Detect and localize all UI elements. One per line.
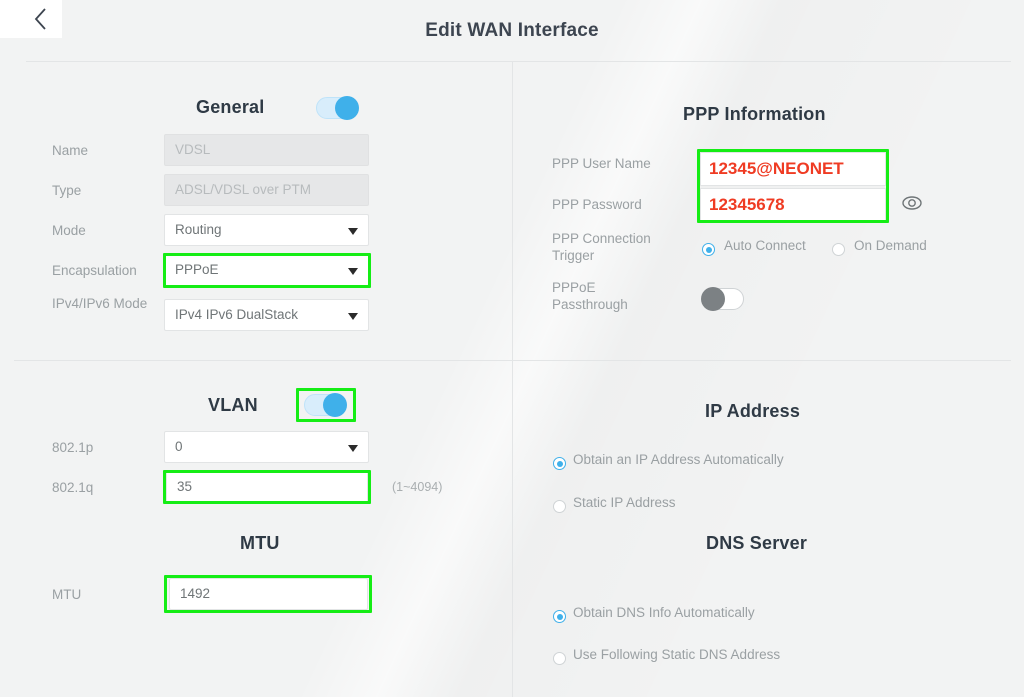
radio-static-ip-address-label: Static IP Address (573, 495, 676, 510)
dot1p-label: 802.1p (52, 440, 94, 455)
chevron-down-icon (348, 445, 358, 452)
ipv4-ipv6-mode-select[interactable]: IPv4 IPv6 DualStack (164, 299, 369, 331)
type-field: ADSL/VDSL over PTM (164, 174, 369, 206)
chevron-down-icon (348, 268, 358, 275)
vlan-section-title: VLAN (208, 395, 258, 415)
ppp-password-label: PPP Password (552, 197, 642, 212)
chevron-down-icon (348, 313, 358, 320)
toggle-knob (701, 287, 725, 311)
ppp-password-input[interactable]: 12345678 (700, 188, 886, 222)
radio-obtain-dns-automatically[interactable] (553, 610, 566, 623)
radio-on-demand-label: On Demand (854, 238, 927, 253)
radio-static-dns-address[interactable] (553, 652, 566, 665)
ppp-user-name-input[interactable]: 12345@NEONET (700, 152, 886, 186)
ipv4-ipv6-mode-label: IPv4/IPv6 Mode (52, 296, 148, 311)
dot1p-select-value: 0 (175, 439, 183, 454)
eye-icon[interactable] (902, 196, 922, 210)
mode-select-value: Routing (175, 222, 222, 237)
toggle-knob (323, 393, 347, 417)
back-button[interactable] (0, 0, 62, 38)
radio-auto-connect[interactable] (702, 243, 715, 256)
page-title: Edit WAN Interface (425, 20, 599, 41)
type-label: Type (52, 183, 82, 198)
pppoe-passthrough-label: PPPoE Passthrough (552, 280, 628, 312)
name-label: Name (52, 143, 89, 158)
mtu-label: MTU (52, 587, 82, 602)
mtu-section-title: MTU (240, 533, 280, 553)
radio-on-demand[interactable] (832, 243, 845, 256)
ppp-connection-trigger-label: PPP Connection Trigger (552, 231, 651, 263)
dot1q-label: 802.1q (52, 480, 94, 495)
pppoe-passthrough-toggle[interactable] (701, 287, 744, 311)
ppp-section-title: PPP Information (683, 104, 826, 124)
encapsulation-label: Encapsulation (52, 263, 137, 278)
ip-address-section-title: IP Address (705, 401, 801, 421)
radio-auto-connect-label: Auto Connect (724, 238, 806, 253)
radio-static-dns-address-label: Use Following Static DNS Address (573, 647, 781, 662)
radio-static-ip-address[interactable] (553, 500, 566, 513)
toggle-knob (335, 96, 359, 120)
radio-obtain-ip-automatically[interactable] (553, 457, 566, 470)
general-toggle[interactable] (316, 96, 359, 120)
chevron-left-icon (34, 8, 46, 30)
encapsulation-select-value: PPPoE (175, 262, 219, 277)
header-divider (26, 61, 1011, 62)
mode-select[interactable]: Routing (164, 214, 369, 246)
radio-obtain-dns-automatically-label: Obtain DNS Info Automatically (573, 605, 755, 620)
name-field: VDSL (164, 134, 369, 166)
chevron-down-icon (348, 228, 358, 235)
dns-server-section-title: DNS Server (706, 533, 808, 553)
mtu-input[interactable]: 1492 (169, 578, 368, 610)
ppp-user-name-label: PPP User Name (552, 156, 651, 171)
dot1p-select[interactable]: 0 (164, 431, 369, 463)
dot1q-range-hint: (1~4094) (392, 480, 443, 494)
encapsulation-select[interactable]: PPPoE (164, 254, 369, 286)
vlan-toggle[interactable] (304, 393, 347, 417)
section-divider-vertical (512, 62, 513, 697)
general-section-title: General (196, 97, 265, 117)
mode-label: Mode (52, 223, 86, 238)
radio-obtain-ip-automatically-label: Obtain an IP Address Automatically (573, 452, 784, 467)
ipv4-ipv6-mode-select-value: IPv4 IPv6 DualStack (175, 307, 299, 322)
dot1q-input[interactable]: 35 (166, 471, 368, 503)
